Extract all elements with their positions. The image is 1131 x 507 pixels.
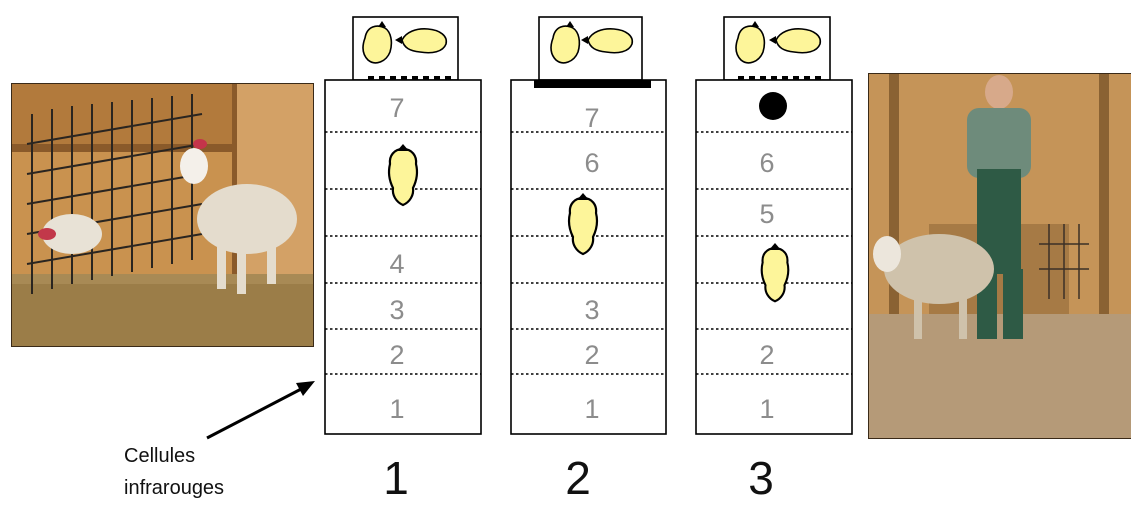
panel-number: 1 — [383, 452, 409, 504]
zone-label: 2 — [584, 340, 599, 370]
man-and-sheep-photo — [868, 73, 1131, 439]
zone-label: 7 — [389, 93, 404, 123]
corridor-1 — [324, 79, 482, 435]
zone-label: 1 — [389, 394, 404, 424]
zone-label: 3 — [584, 295, 599, 325]
zone-label: 1 — [759, 394, 774, 424]
sheep-icon — [567, 193, 599, 256]
caption-line-2: infrarouges — [124, 477, 225, 499]
man-and-sheep-illustration — [869, 74, 1131, 438]
arrow-icon — [206, 381, 315, 440]
corridor-2 — [510, 79, 667, 435]
panel-3: 6 5 2 1 3 — [695, 16, 853, 504]
caption-line-1: Cellules — [124, 445, 196, 467]
black-dot-marker — [759, 92, 787, 120]
sheep-feeding-illustration — [12, 84, 313, 346]
zone-label: 3 — [389, 295, 404, 325]
sheep-feeding-photo — [11, 83, 314, 347]
zone-label: 6 — [584, 148, 599, 178]
zone-label: 5 — [759, 199, 774, 229]
feeding-sheep-icon — [362, 21, 448, 64]
infrared-beams-3 — [696, 131, 852, 375]
panel-1: 7 4 3 2 1 1 — [324, 16, 482, 504]
infrared-beams-1 — [325, 131, 481, 375]
panel-number: 3 — [748, 452, 774, 504]
feeding-sheep-icon — [550, 21, 634, 64]
feeding-sheep-icon — [735, 21, 822, 64]
zone-label: 2 — [389, 340, 404, 370]
zone-label: 1 — [584, 394, 599, 424]
zone-label: 6 — [759, 148, 774, 178]
zone-label: 2 — [759, 340, 774, 370]
panel-2: 7 6 3 2 1 2 — [510, 16, 667, 504]
zone-label: 4 — [389, 249, 404, 279]
zone-label: 7 — [584, 103, 599, 133]
sheep-icon — [387, 144, 419, 207]
panel-number: 2 — [565, 452, 591, 504]
sheep-icon — [760, 243, 790, 303]
